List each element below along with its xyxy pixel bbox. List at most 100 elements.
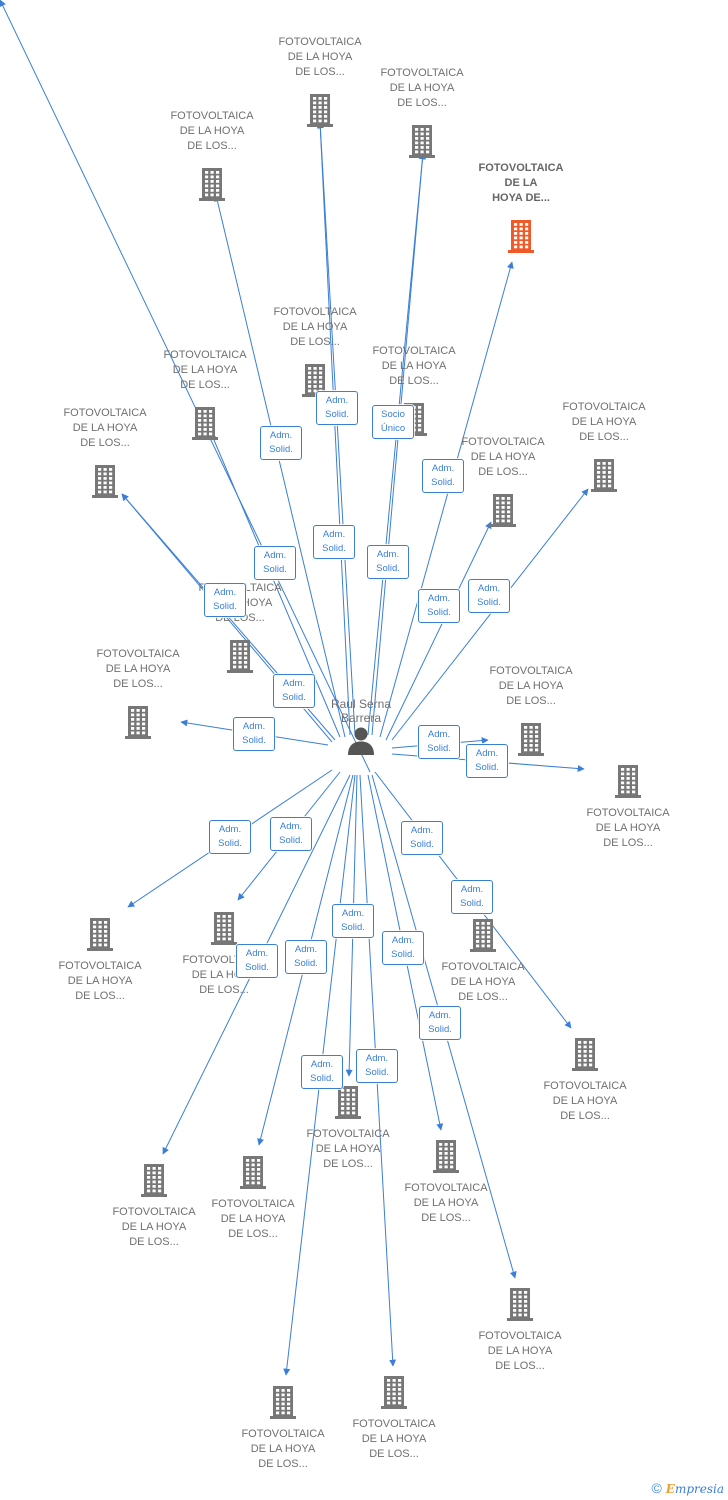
company-node[interactable]: FOTOVOLTAICA DE LA HOYA DE LOS...	[573, 764, 683, 851]
company-name: FOTOVOLTAICA DE LA HOYA DE LOS...	[58, 960, 142, 1002]
building-icon	[301, 363, 329, 402]
company-node[interactable]: FOTOVOLTAICA DE LA HOYA DE LOS...	[530, 1037, 640, 1124]
company-node[interactable]: FOTOVOLTAICA DE LA HOYA DE LOS...	[157, 109, 267, 206]
relation-edge	[316, 121, 351, 736]
company-name: FOTOVOLTAICA DE LA HOYA DE LOS...	[112, 1206, 196, 1248]
building-icon	[226, 639, 254, 678]
company-node[interactable]: FOTOVOLTAICA DE LA HOYA DE LOS...	[476, 664, 586, 761]
company-node[interactable]: FOTOVOLTAICA DE LA HOYA DE LOS...	[339, 1375, 449, 1462]
building-icon	[408, 124, 436, 163]
company-node[interactable]: FOTOVOLTAICA DE LA HOYA DE LOS...	[549, 400, 659, 497]
company-name: FOTOVOLTAICA DE LA HOYA DE LOS...	[562, 401, 646, 443]
footer-brand[interactable]: ©Empresia	[651, 1480, 724, 1496]
company-node[interactable]: FOTOVOLTAICA DE LA HOYA DE LOS...	[265, 35, 375, 132]
person-node[interactable]: Raul Serna Barrera	[306, 697, 416, 755]
company-node[interactable]: FOTOVOLTAICA DE LA HOYA DE LOS...	[293, 1085, 403, 1172]
relation-badge[interactable]: Adm. Solid.	[301, 1055, 343, 1089]
company-node[interactable]: FOTOVOLTAICA DE LA HOYA DE LOS...	[83, 647, 193, 744]
relation-badge[interactable]: Adm. Solid.	[285, 940, 327, 974]
company-node[interactable]: FOTOVOLTAICA DE LA HOYA DE LOS...	[448, 435, 558, 532]
company-name: FOTOVOLTAICA DE LA HOYA DE LOS...	[478, 1330, 562, 1372]
relation-edge	[214, 194, 346, 738]
company-name: FOTOVOLTAICA DE LA HOYA DE LOS...	[170, 110, 254, 152]
relation-badge[interactable]: Adm. Solid.	[466, 744, 508, 778]
company-node[interactable]: FOTOVOLTAICA DE LA HOYA DE LOS...	[50, 406, 160, 503]
building-icon	[590, 458, 618, 497]
relation-badge[interactable]: Adm. Solid.	[451, 880, 493, 914]
relation-badge[interactable]: Adm. Solid.	[382, 931, 424, 965]
company-node[interactable]: FOTOVOLTAICA DE LA HOYA DE LOS...	[465, 1287, 575, 1374]
relation-badge[interactable]: Adm. Solid.	[254, 546, 296, 580]
relation-badge[interactable]: Adm. Solid.	[313, 525, 355, 559]
building-icon	[380, 1375, 408, 1414]
building-icon	[306, 93, 334, 132]
building-icon	[506, 1287, 534, 1326]
company-node[interactable]: FOTOVOLTAICA DE LA HOYA DE...	[466, 161, 576, 258]
relation-badge[interactable]: Adm. Solid.	[356, 1049, 398, 1083]
company-name: FOTOVOLTAICA DE LA HOYA DE LOS...	[352, 1418, 436, 1460]
relation-badge[interactable]: Adm. Solid.	[209, 820, 251, 854]
relation-badge[interactable]: Adm. Solid.	[204, 583, 246, 617]
company-node[interactable]: FOTOVOLTAICA DE LA HOYA DE LOS...	[367, 66, 477, 163]
company-node[interactable]: FOTOVOLTAICA DE LA HOYA DE LOS...	[428, 918, 538, 1005]
relation-badge[interactable]: Adm. Solid.	[270, 817, 312, 851]
person-name: Raul Serna Barrera	[330, 697, 392, 725]
relation-edge	[371, 152, 426, 736]
company-name: FOTOVOLTAICA DE LA HOYA DE LOS...	[461, 436, 545, 478]
relation-badge[interactable]: Adm. Solid.	[233, 717, 275, 751]
company-node[interactable]: FOTOVOLTAICA DE LA HOYA DE LOS...	[391, 1139, 501, 1226]
company-name: FOTOVOLTAICA DE LA HOYA DE LOS...	[586, 807, 670, 849]
building-icon	[571, 1037, 599, 1076]
relation-badge[interactable]: Adm. Solid.	[367, 545, 409, 579]
building-icon	[489, 493, 517, 532]
building-icon	[124, 705, 152, 744]
relation-badge[interactable]: Adm. Solid.	[468, 579, 510, 613]
relation-badge[interactable]: Adm. Solid.	[236, 944, 278, 978]
building-icon	[198, 167, 226, 206]
building-icon	[91, 464, 119, 503]
building-icon	[469, 918, 497, 957]
company-name: FOTOVOLTAICA DE LA HOYA DE LOS...	[211, 1198, 295, 1240]
company-node[interactable]: FOTOVOLTAICA DE LA HOYA DE LOS...	[45, 917, 155, 1004]
company-name: FOTOVOLTAICA DE LA HOYA DE LOS...	[278, 36, 362, 78]
company-name: FOTOVOLTAICA DE LA HOYA DE LOS...	[380, 67, 464, 109]
company-name: FOTOVOLTAICA DE LA HOYA DE LOS...	[241, 1428, 325, 1470]
company-name: FOTOVOLTAICA DE LA HOYA DE LOS...	[372, 345, 456, 387]
relation-edge	[379, 261, 514, 738]
relation-badge[interactable]: Adm. Solid.	[260, 426, 302, 460]
company-name: FOTOVOLTAICA DE LA HOYA DE LOS...	[489, 665, 573, 707]
company-node[interactable]: FOTOVOLTAICA DE LA HOYA DE LOS...	[260, 305, 370, 402]
company-node[interactable]: FOTOVOLTAICA DE LA HOYA DE LOS...	[150, 348, 260, 445]
relation-edge	[391, 488, 589, 741]
building-icon	[507, 219, 535, 258]
company-name: FOTOVOLTAICA DE LA HOYA DE LOS...	[273, 306, 357, 348]
building-icon	[334, 1085, 362, 1124]
company-name: FOTOVOLTAICA DE LA HOYA DE LOS...	[96, 648, 180, 690]
relation-badge[interactable]: Adm. Solid.	[273, 674, 315, 708]
company-name: FOTOVOLTAICA DE LA HOYA DE LOS...	[543, 1080, 627, 1122]
relation-badge[interactable]: Adm. Solid.	[316, 391, 358, 425]
brand-logo: Empresia	[665, 1482, 724, 1496]
building-icon	[86, 917, 114, 956]
relation-badge[interactable]: Adm. Solid.	[418, 589, 460, 623]
company-node[interactable]: FOTOVOLTAICA DE LA HOYA DE LOS...	[228, 1385, 338, 1472]
relation-badge[interactable]: Socio Único	[372, 405, 414, 439]
building-icon	[210, 911, 238, 950]
company-node[interactable]: FOTOVOLTAICA DE LA HOYA DE LOS...	[198, 1155, 308, 1242]
building-icon	[140, 1163, 168, 1202]
relation-badge[interactable]: Adm. Solid.	[419, 1006, 461, 1040]
company-name: FOTOVOLTAICA DE LA HOYA DE LOS...	[441, 961, 525, 1003]
relation-badge[interactable]: Adm. Solid.	[422, 459, 464, 493]
relation-edge	[210, 432, 341, 738]
relation-badge[interactable]: Adm. Solid.	[332, 904, 374, 938]
company-name: FOTOVOLTAICA DE LA HOYA DE...	[478, 162, 564, 204]
building-icon	[269, 1385, 297, 1424]
relation-badge[interactable]: Adm. Solid.	[401, 821, 443, 855]
relation-badge[interactable]: Adm. Solid.	[418, 725, 460, 759]
building-icon	[614, 764, 642, 803]
company-name: FOTOVOLTAICA DE LA HOYA DE LOS...	[306, 1128, 390, 1170]
company-node[interactable]: FOTOVOLTAICA DE LA HOYA DE LOS...	[99, 1163, 209, 1250]
relation-edge	[316, 121, 356, 736]
company-name: FOTOVOLTAICA DE LA HOYA DE LOS...	[63, 407, 147, 449]
